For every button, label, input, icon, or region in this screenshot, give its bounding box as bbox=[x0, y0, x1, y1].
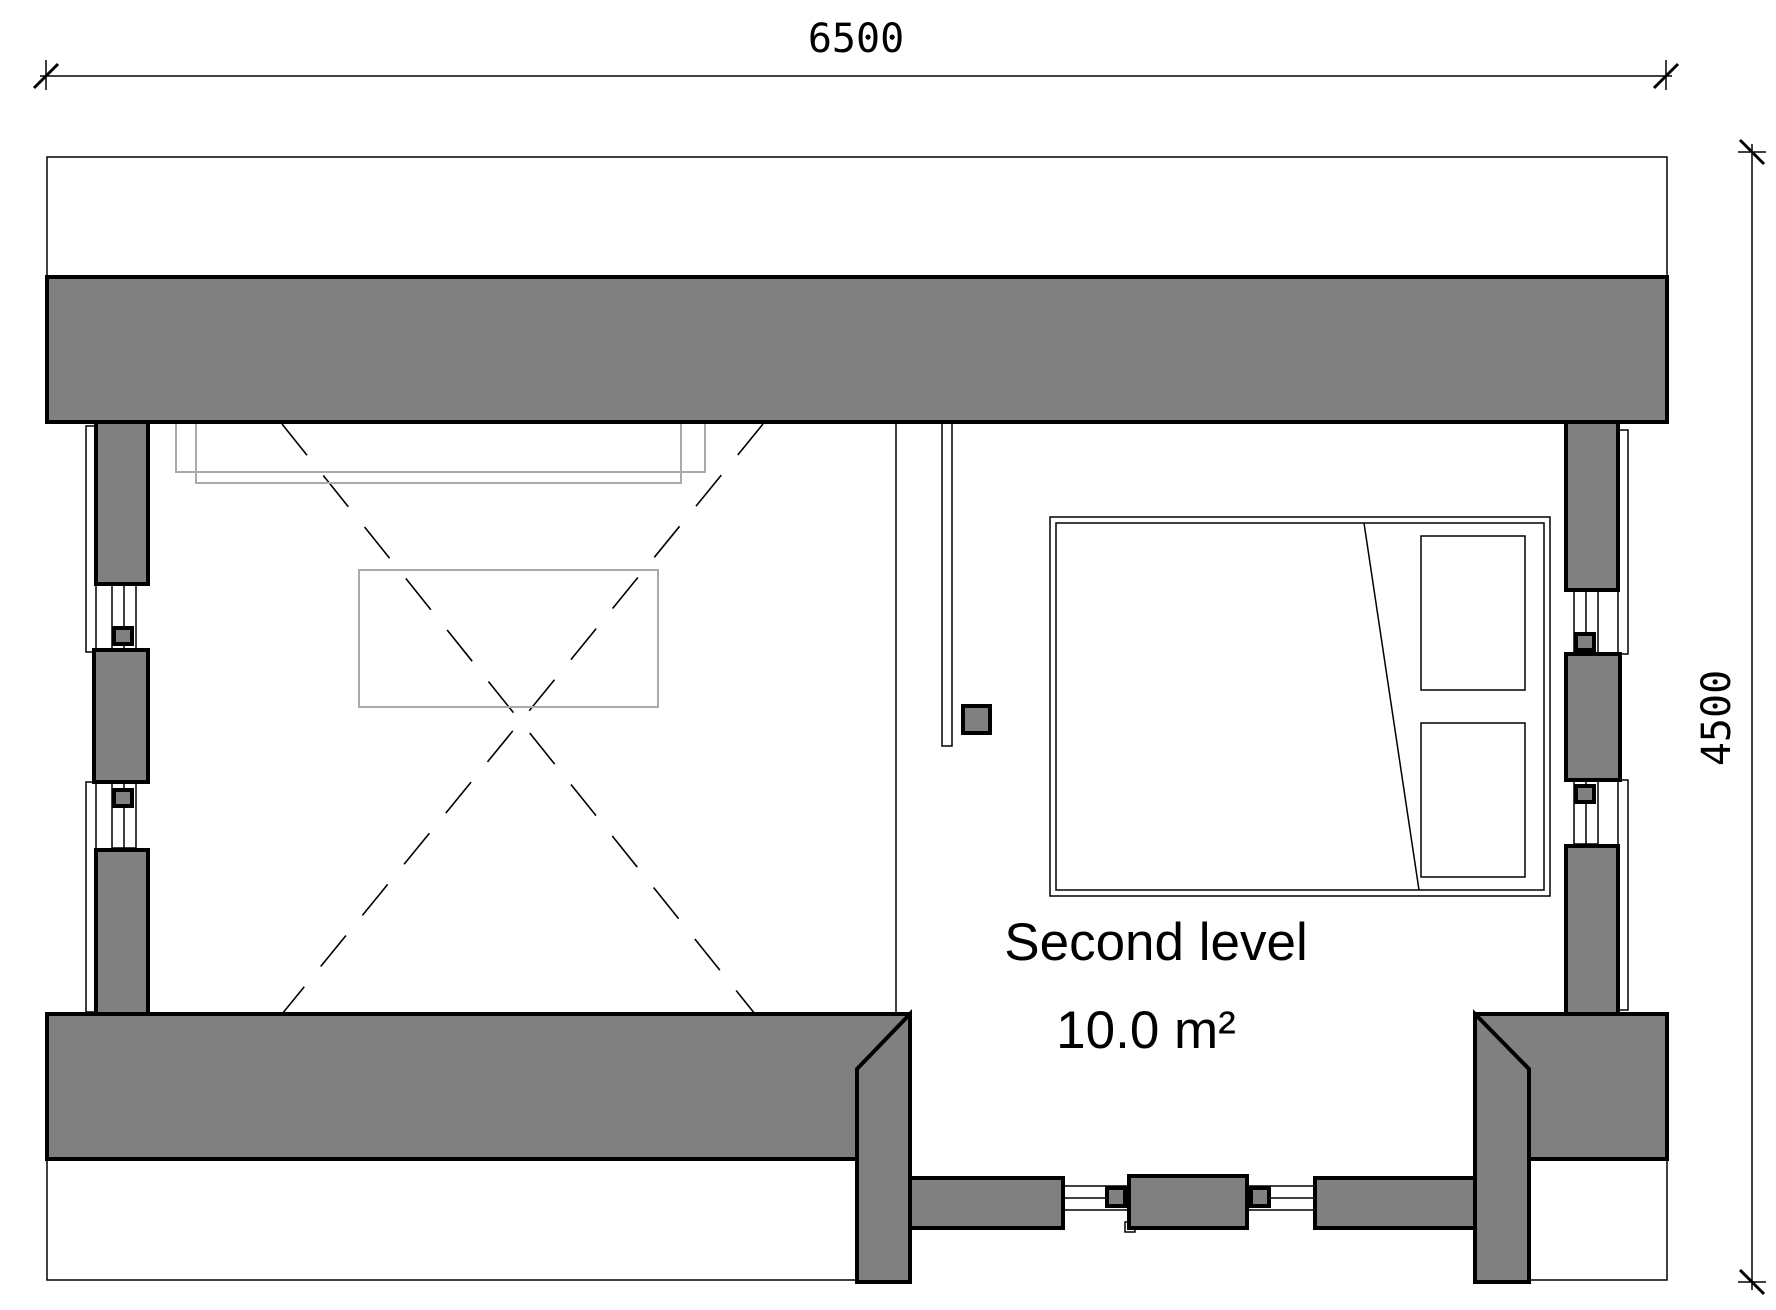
width-dimension: 6500 bbox=[32, 16, 1680, 90]
walls bbox=[45, 275, 1669, 1284]
bottom-right-eave-outline bbox=[1529, 1159, 1668, 1281]
right-wall-segment bbox=[1564, 844, 1620, 1016]
dormer-windows bbox=[1062, 1185, 1316, 1233]
open-void-cross bbox=[281, 423, 764, 1015]
ghost-table bbox=[358, 569, 659, 708]
top-wall bbox=[45, 275, 1669, 424]
column-post bbox=[961, 704, 992, 735]
height-dimension: 4500 bbox=[1694, 138, 1766, 1296]
pillow bbox=[1420, 722, 1526, 878]
top-eave-outline bbox=[46, 156, 1668, 278]
left-wall-segment bbox=[94, 848, 150, 1016]
dormer-cheek-left bbox=[855, 1009, 912, 1284]
ghost-furniture bbox=[175, 422, 706, 708]
pillow bbox=[1420, 535, 1526, 691]
width-dimension-label: 6500 bbox=[808, 16, 904, 62]
dormer-front-wall bbox=[908, 1176, 1065, 1230]
right-wall-segment bbox=[1564, 420, 1620, 592]
height-dimension-label: 4500 bbox=[1694, 670, 1740, 766]
room-level-label: Second level bbox=[1004, 913, 1307, 972]
bottom-left-eave-outline bbox=[46, 1159, 860, 1281]
dormer-front-wall bbox=[1127, 1174, 1249, 1230]
left-wall-segment bbox=[94, 420, 150, 586]
double-bed bbox=[1049, 516, 1551, 897]
left-wall-segment bbox=[92, 648, 150, 784]
bottom-left-wall bbox=[45, 1012, 912, 1161]
dormer-front-wall bbox=[1313, 1176, 1477, 1230]
right-wall-segment bbox=[1564, 652, 1622, 782]
room-area-label: 10.0 m² bbox=[1056, 1001, 1236, 1060]
railing bbox=[941, 421, 953, 747]
